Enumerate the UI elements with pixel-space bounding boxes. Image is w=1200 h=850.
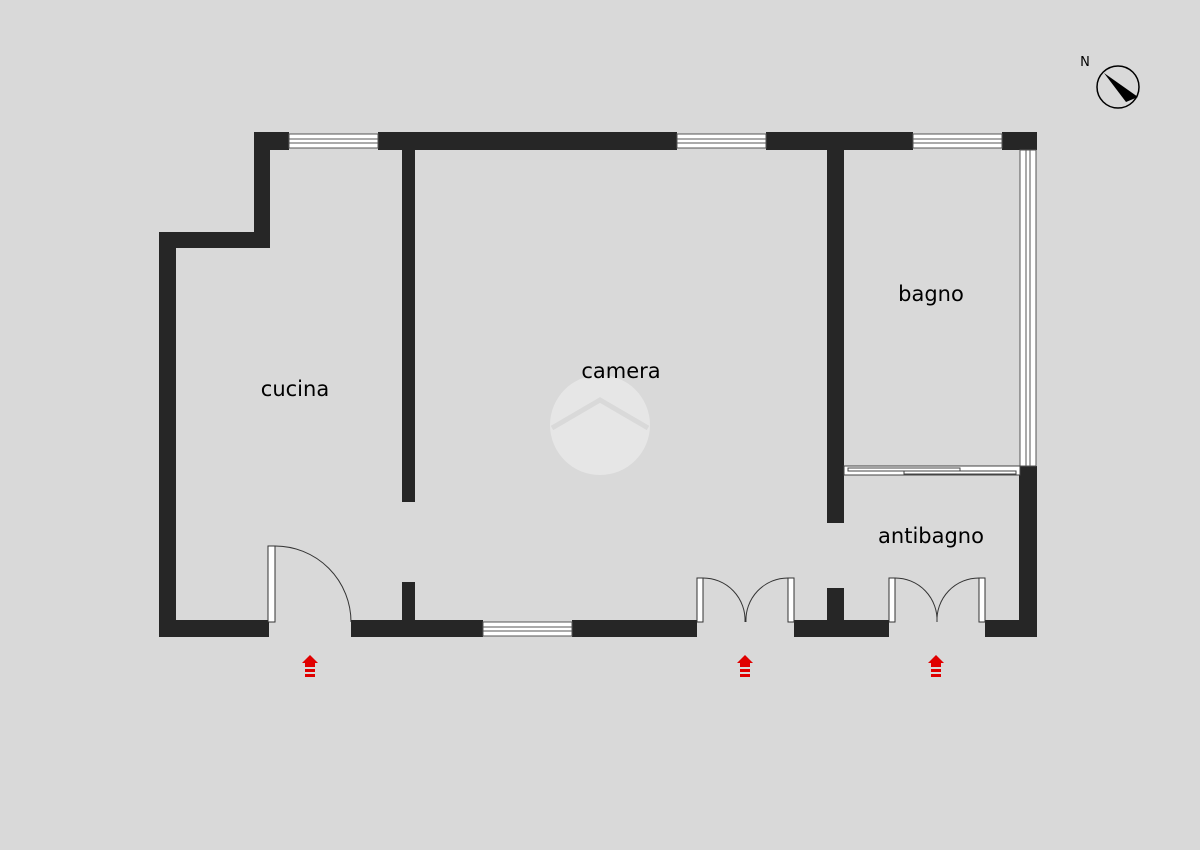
window-top-cucina <box>288 133 379 149</box>
wall-partition-cucina-camera <box>402 148 415 502</box>
sliding-door-bagno <box>843 465 1021 476</box>
room-label-bagno: bagno <box>898 282 964 306</box>
wall-bottom-4 <box>794 620 889 637</box>
wall-left <box>159 232 176 637</box>
door-antibagno-double <box>888 577 986 623</box>
room-label-antibagno: antibagno <box>878 524 984 548</box>
wall-top-center-left <box>378 132 677 150</box>
room-label-camera: camera <box>581 359 660 383</box>
wall-top-right <box>1002 132 1037 150</box>
compass-north-letter: N <box>1080 55 1090 70</box>
wall-top-center-right <box>766 132 913 150</box>
entrance-arrow-icon <box>737 655 753 677</box>
wall-stub-bottom-left <box>402 582 415 622</box>
window-right-bagno <box>1019 149 1037 467</box>
north-compass-icon: N <box>1080 55 1140 109</box>
watermark-logo <box>550 375 650 475</box>
door-cucina <box>267 545 352 623</box>
wall-notch-vertical <box>254 132 270 248</box>
entrance-arrow-icon <box>302 655 318 677</box>
window-top-bagno <box>912 133 1003 149</box>
windows <box>288 133 1037 637</box>
window-bottom-camera <box>482 621 573 637</box>
wall-stub-bottom-right <box>827 588 844 622</box>
room-label-cucina: cucina <box>261 377 329 401</box>
window-top-camera <box>676 133 767 149</box>
doors <box>267 545 986 623</box>
door-camera-double <box>696 577 795 623</box>
entrance-arrow-icon <box>928 655 944 677</box>
wall-notch-horizontal <box>159 232 270 248</box>
wall-bottom-3 <box>572 620 697 637</box>
wall-bottom-2 <box>351 620 483 637</box>
wall-bottom-1 <box>159 620 269 637</box>
wall-right-lower <box>1019 466 1037 637</box>
walls <box>159 132 1037 637</box>
wall-partition-camera-bagno <box>827 148 844 523</box>
